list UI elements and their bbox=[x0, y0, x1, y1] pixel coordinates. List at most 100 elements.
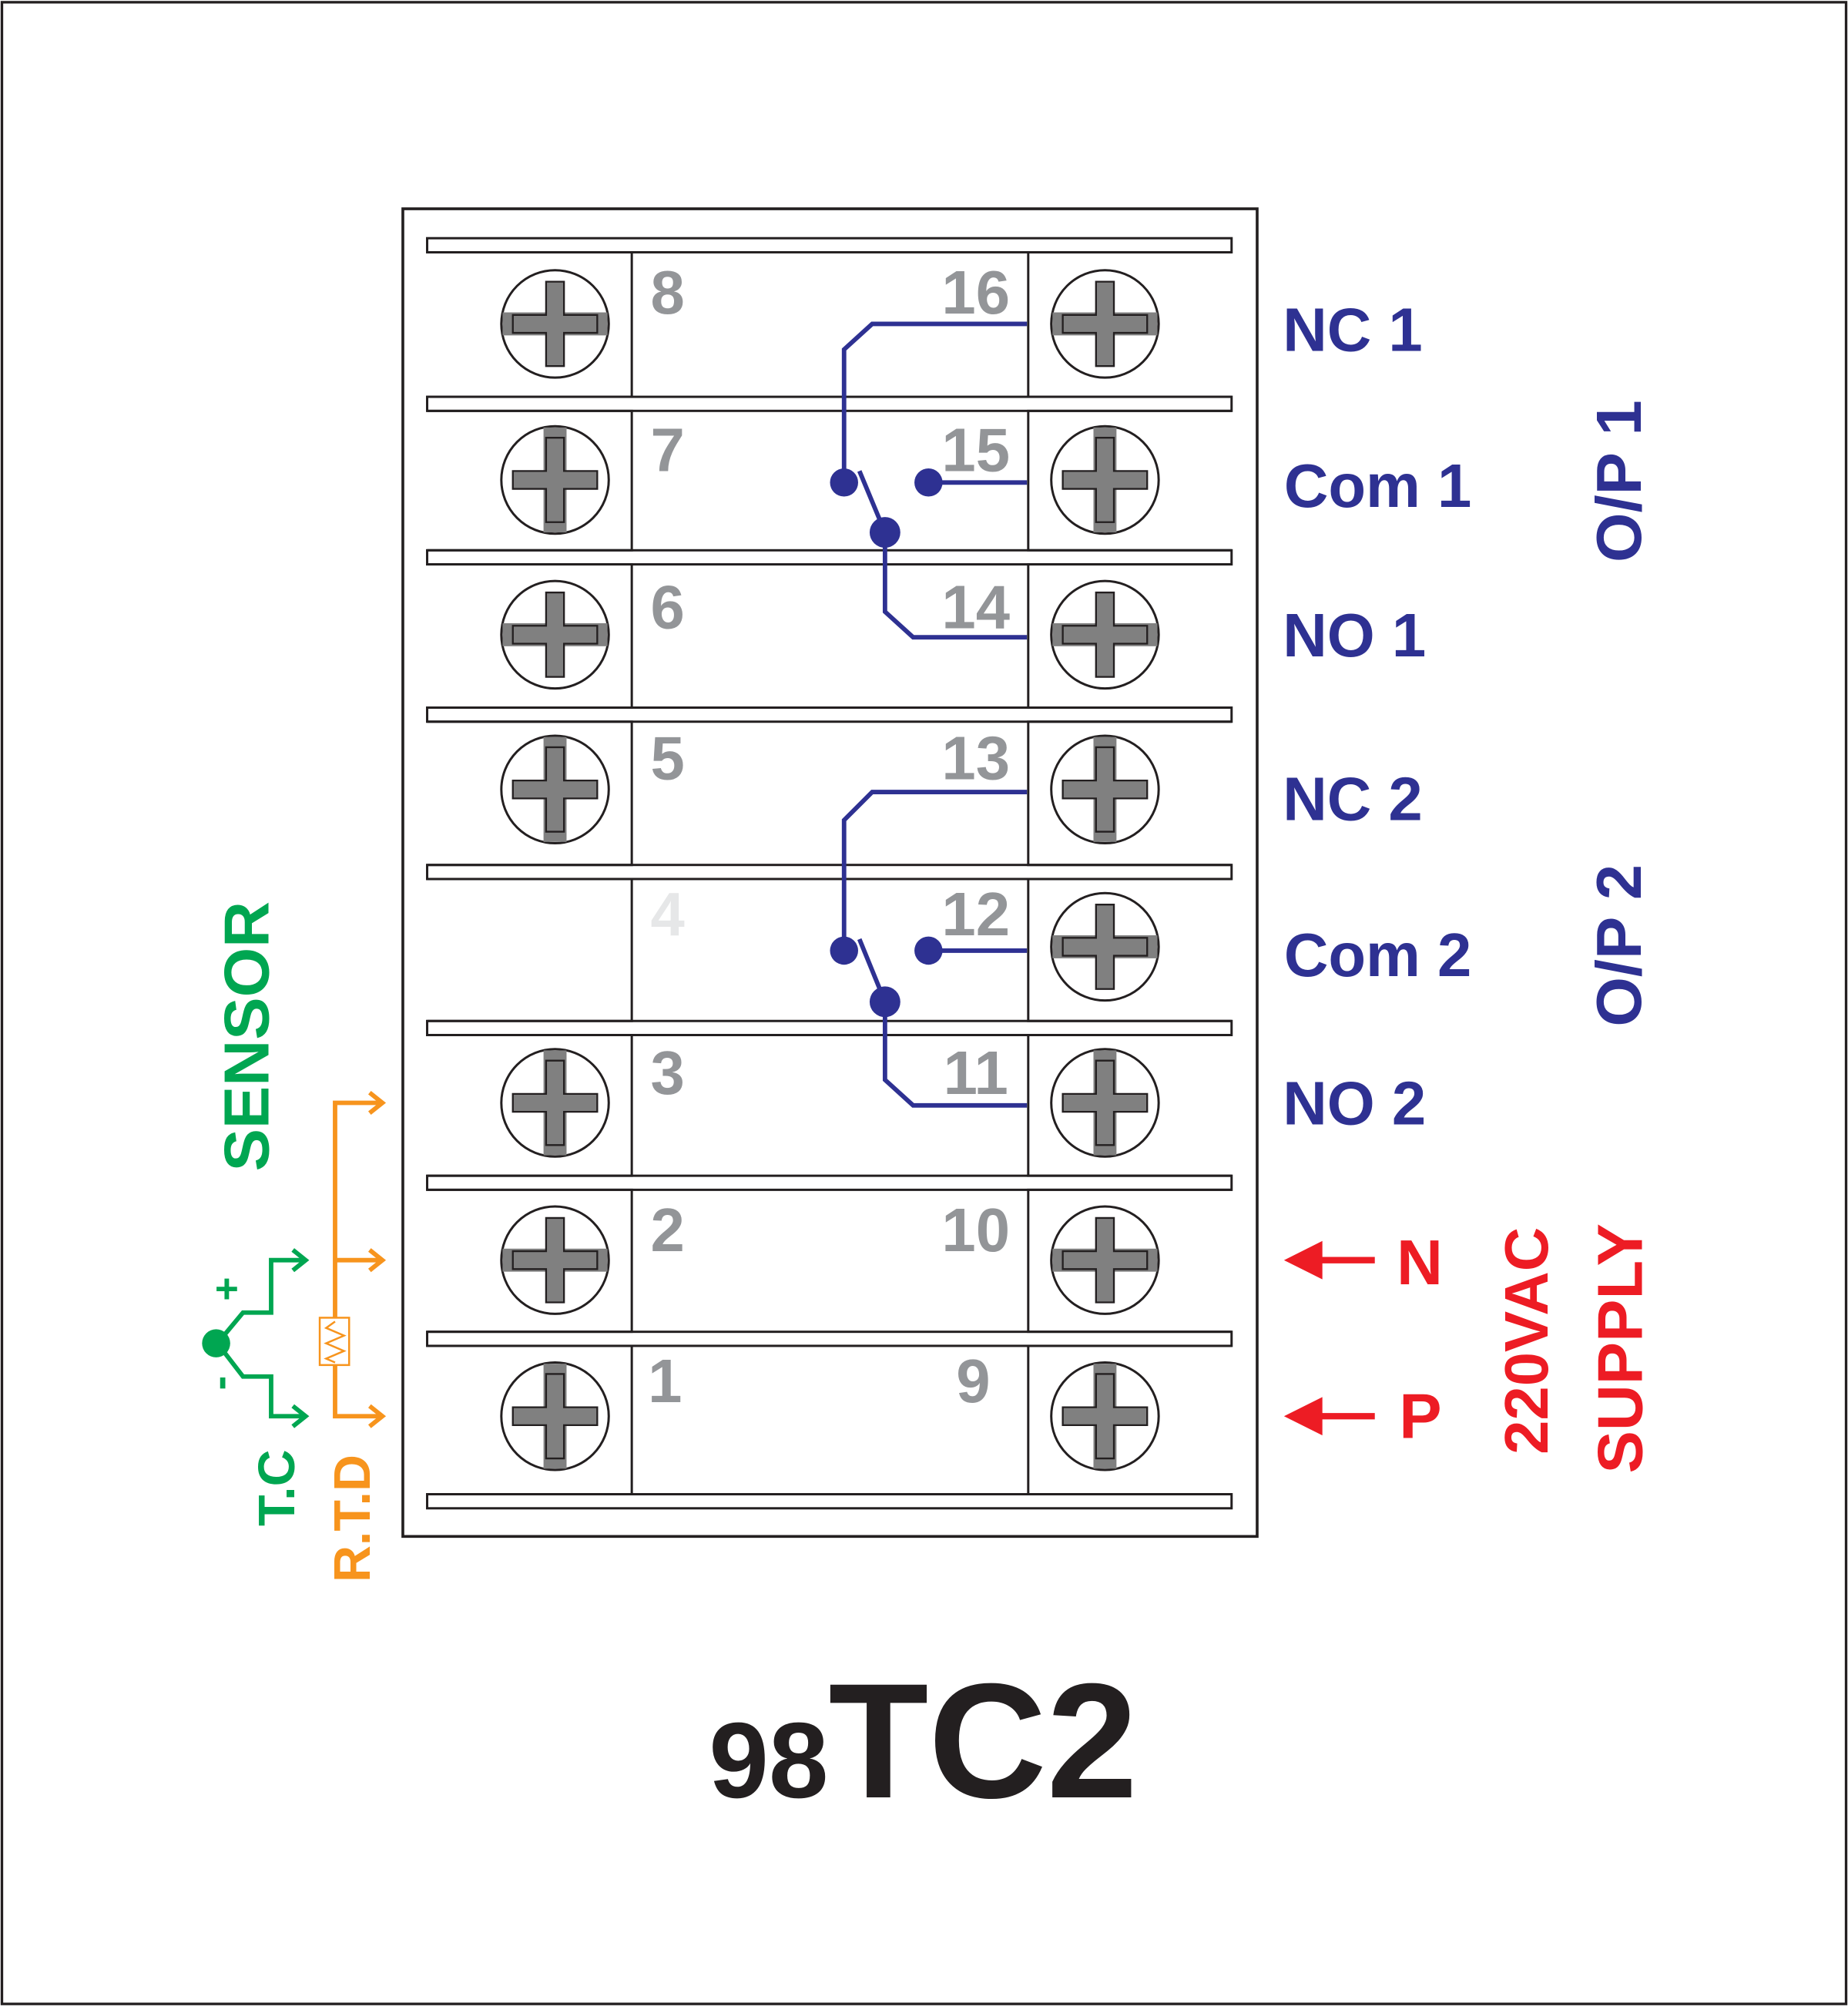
screw-cross bbox=[1062, 904, 1149, 990]
screw-cross bbox=[1062, 1373, 1149, 1460]
screw-cross bbox=[511, 437, 599, 523]
left-terminal-cell bbox=[427, 1188, 633, 1334]
relay-2-pivot-contact bbox=[869, 986, 901, 1018]
terminal-number-1: 1 bbox=[648, 1347, 682, 1415]
terminal-number-8: 8 bbox=[650, 258, 684, 327]
screw-cross bbox=[1062, 280, 1149, 367]
relay-1-contacts bbox=[830, 468, 943, 548]
tc-label: T.C bbox=[249, 1449, 306, 1526]
right-terminal-screw-icon bbox=[1050, 1205, 1160, 1315]
supply-phase-label: P bbox=[1399, 1380, 1441, 1451]
terminal-number-10: 10 bbox=[941, 1196, 1010, 1264]
terminal-number-13: 13 bbox=[941, 723, 1010, 792]
rtd-wire-top bbox=[333, 1100, 381, 1318]
screw-cross bbox=[511, 1373, 599, 1460]
right-terminal-cell bbox=[1027, 1344, 1232, 1496]
right-terminal-screw-icon bbox=[1050, 891, 1160, 1002]
right-terminal-cell bbox=[1027, 1034, 1232, 1177]
right-terminal-cell bbox=[1027, 409, 1232, 552]
rtd-resistor-body bbox=[318, 1317, 350, 1367]
relay-1-pivot-contact bbox=[869, 517, 901, 548]
left-terminal-cell bbox=[427, 1034, 633, 1177]
relay-2-nc-wire bbox=[841, 790, 1028, 951]
left-terminal-screw-icon bbox=[500, 269, 610, 379]
terminal-number-9: 9 bbox=[956, 1347, 990, 1415]
terminal-divider bbox=[426, 706, 1233, 723]
rtd-wiring bbox=[318, 1090, 387, 1428]
label-com-1: Com 1 bbox=[1284, 451, 1472, 520]
screw-cross bbox=[1062, 591, 1149, 678]
screw-cross bbox=[511, 591, 599, 678]
rtd-label: R.T.D bbox=[324, 1455, 381, 1582]
terminal-divider bbox=[426, 1493, 1233, 1510]
right-terminal-cell bbox=[1027, 720, 1232, 867]
tc-plus-wire bbox=[216, 1257, 304, 1345]
relay-2-com-contact bbox=[914, 936, 943, 965]
model-prefix: 98 bbox=[709, 1700, 828, 1820]
screw-cross bbox=[511, 1059, 599, 1146]
screw-cross bbox=[511, 746, 599, 833]
terminal-number-16: 16 bbox=[941, 258, 1010, 327]
terminal-number-3: 3 bbox=[650, 1039, 684, 1107]
terminal-divider bbox=[426, 1019, 1233, 1036]
rtd-resistor-zigzag bbox=[324, 1320, 347, 1364]
terminal-divider bbox=[426, 864, 1233, 881]
terminal-divider bbox=[426, 1330, 1233, 1347]
left-terminal-screw-icon bbox=[500, 734, 610, 844]
label-no-1: NO 1 bbox=[1283, 601, 1426, 669]
right-terminal-column bbox=[1027, 250, 1232, 1496]
right-terminal-screw-icon bbox=[1050, 579, 1160, 690]
rtd-arrow-1 bbox=[367, 1090, 387, 1116]
thermocouple-junction bbox=[202, 1329, 230, 1357]
supply-arrows bbox=[1317, 1257, 1375, 1420]
left-terminal-screw-icon bbox=[500, 424, 610, 535]
output-group-1-label: O/P 1 bbox=[1583, 400, 1655, 562]
terminal-number-12: 12 bbox=[941, 880, 1010, 948]
tc-minus-wire bbox=[215, 1341, 304, 1419]
label-no-2: NO 2 bbox=[1283, 1069, 1426, 1138]
relay-2-no-wire bbox=[882, 1002, 1028, 1108]
terminal-divider bbox=[426, 549, 1233, 566]
left-terminal-cell bbox=[427, 563, 633, 709]
tc-plus-sign: + bbox=[215, 1266, 239, 1311]
label-nc-2: NC 2 bbox=[1283, 765, 1423, 834]
terminal-number-11: 11 bbox=[944, 1039, 1008, 1107]
relay-1-no-wire bbox=[882, 532, 1028, 640]
supply-neutral-label: N bbox=[1397, 1226, 1443, 1298]
relay-1-nc-wire bbox=[841, 321, 1028, 483]
model-suffix: TC2 bbox=[828, 1650, 1137, 1833]
terminal-number-14: 14 bbox=[941, 573, 1010, 642]
terminal-number-7: 7 bbox=[650, 415, 684, 484]
left-terminal-column bbox=[427, 250, 633, 1496]
supply-n-arrowhead bbox=[1283, 1240, 1323, 1280]
left-terminal-screw-icon bbox=[500, 1361, 610, 1471]
right-terminal-cell bbox=[1027, 563, 1232, 709]
screw-cross bbox=[511, 1216, 599, 1304]
right-terminal-screw-icon bbox=[1050, 269, 1160, 379]
label-nc-1: NC 1 bbox=[1283, 295, 1423, 364]
tc-arrow-minus bbox=[291, 1404, 310, 1428]
screw-cross bbox=[1062, 437, 1149, 523]
screw-cross bbox=[1062, 1059, 1149, 1146]
terminal-number-5: 5 bbox=[650, 723, 684, 792]
output-labels: NC 1 Com 1 NO 1 NC 2 Com 2 NO 2 bbox=[1283, 295, 1471, 1137]
right-terminal-numbers: 16 15 14 13 12 11 10 9 bbox=[941, 258, 1010, 1415]
right-terminal-cell bbox=[1027, 250, 1232, 398]
relay-2-contacts bbox=[830, 936, 943, 1018]
sensor-title: SENSOR bbox=[211, 901, 283, 1172]
supply-p-arrowhead bbox=[1283, 1397, 1323, 1436]
screw-cross bbox=[1062, 1216, 1149, 1304]
supply-arrowheads bbox=[1283, 1240, 1323, 1436]
rtd-arrow-2 bbox=[367, 1248, 387, 1273]
relay-1-nc-contact bbox=[830, 468, 858, 497]
model-name: 98TC2 bbox=[709, 1650, 1138, 1833]
terminal-dividers bbox=[426, 237, 1233, 1510]
left-terminal-cell bbox=[427, 877, 633, 1022]
tc-arrow-plus bbox=[291, 1248, 310, 1273]
left-terminal-cell bbox=[427, 250, 633, 398]
label-com-2: Com 2 bbox=[1284, 921, 1472, 989]
supply-voltage-label: 220VAC bbox=[1492, 1227, 1561, 1455]
terminal-divider bbox=[426, 237, 1233, 253]
relay-1-com-contact bbox=[914, 468, 943, 497]
